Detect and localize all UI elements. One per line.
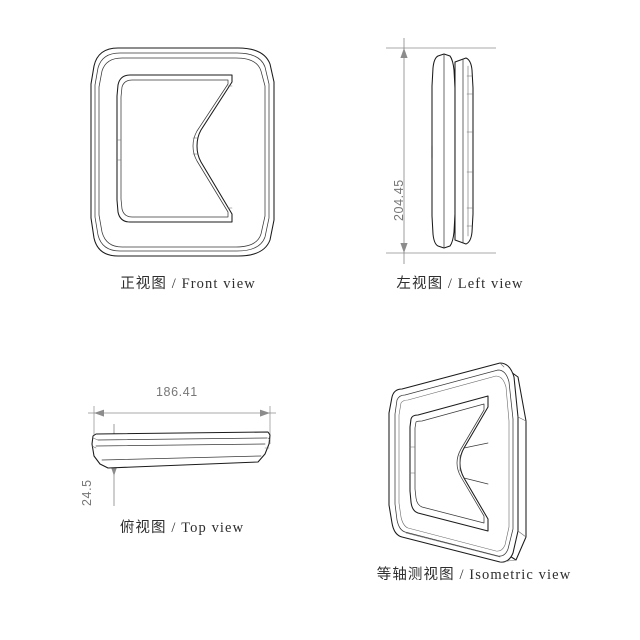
left-view: 204.45 左视图 / Left view: [378, 36, 538, 292]
isometric-view-geometry: [388, 362, 527, 563]
left-view-height-dimension: 204.45: [392, 179, 406, 221]
dim-arrow-top: [400, 48, 408, 58]
front-view: 正视图 / Front view: [88, 42, 288, 292]
front-view-geometry: [90, 47, 275, 257]
top-view-geometry: [88, 406, 276, 506]
isometric-view-caption: 等轴测视图 / Isometric view: [376, 567, 572, 583]
top-view: 186.41 24.5 俯视图 / Top view: [72, 382, 292, 536]
top-view-caption: 俯视图 / Top view: [119, 520, 245, 536]
front-view-caption: 正视图 / Front view: [120, 276, 256, 292]
dim-arrow-thk-bottom: [110, 466, 118, 476]
top-view-width-dimension: 186.41: [156, 385, 198, 399]
left-view-caption: 左视图 / Left view: [396, 276, 524, 292]
dim-arrow-bottom: [400, 243, 408, 253]
dim-arrow-left: [94, 409, 104, 417]
left-view-geometry: [386, 38, 496, 264]
top-view-thickness-dimension: 24.5: [80, 479, 94, 506]
dim-arrow-right: [260, 409, 270, 417]
isometric-view: 等轴测视图 / Isometric view: [366, 355, 581, 583]
